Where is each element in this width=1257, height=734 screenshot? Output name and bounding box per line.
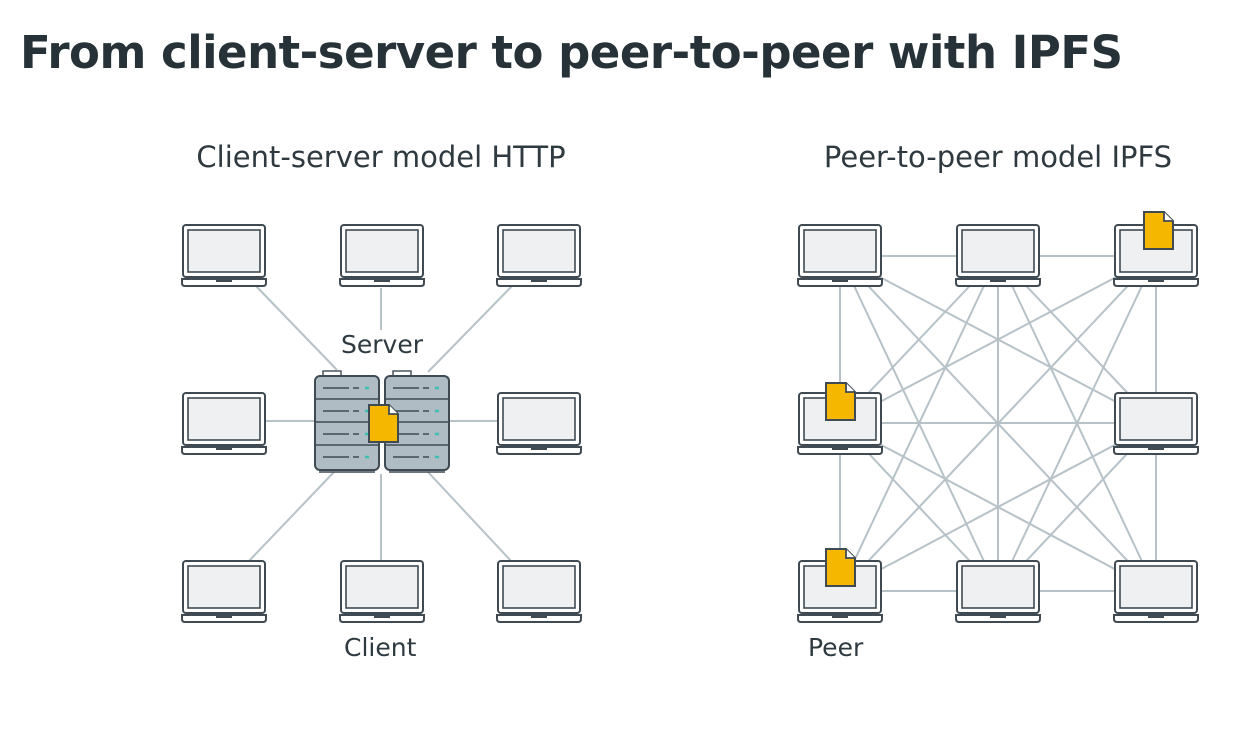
client-laptop-icon <box>181 224 267 287</box>
client-laptop-icon <box>181 392 267 455</box>
peer-laptop-icon <box>955 560 1041 623</box>
peer-to-peer-heading: Peer-to-peer model IPFS <box>823 140 1173 174</box>
peer-laptop-icon <box>1113 392 1199 455</box>
client-server-heading: Client-server model HTTP <box>196 140 566 174</box>
page-title: From client-server to peer-to-peer with … <box>20 26 1123 79</box>
client-laptop-icon <box>339 224 425 287</box>
peer-file-icon <box>825 382 856 421</box>
peer-link <box>839 255 1157 424</box>
peer-label: Peer <box>808 633 864 662</box>
client-laptop-icon <box>496 392 582 455</box>
client-label: Client <box>344 633 417 662</box>
client-laptop-icon <box>181 560 267 623</box>
client-laptop-icon <box>339 560 425 623</box>
peer-file-icon <box>825 548 856 587</box>
peer-link <box>839 422 1157 592</box>
client-laptop-icon <box>496 224 582 287</box>
peer-laptop-icon <box>1113 560 1199 623</box>
peer-mesh-links <box>839 255 1157 592</box>
client-laptop-icon <box>496 560 582 623</box>
peer-laptop-icon <box>797 224 883 287</box>
peer-laptop-icon <box>955 224 1041 287</box>
peer-file-icon <box>1143 211 1174 250</box>
server-file-icon <box>368 404 399 443</box>
server-label: Server <box>341 330 423 359</box>
client-server-links <box>247 285 513 563</box>
